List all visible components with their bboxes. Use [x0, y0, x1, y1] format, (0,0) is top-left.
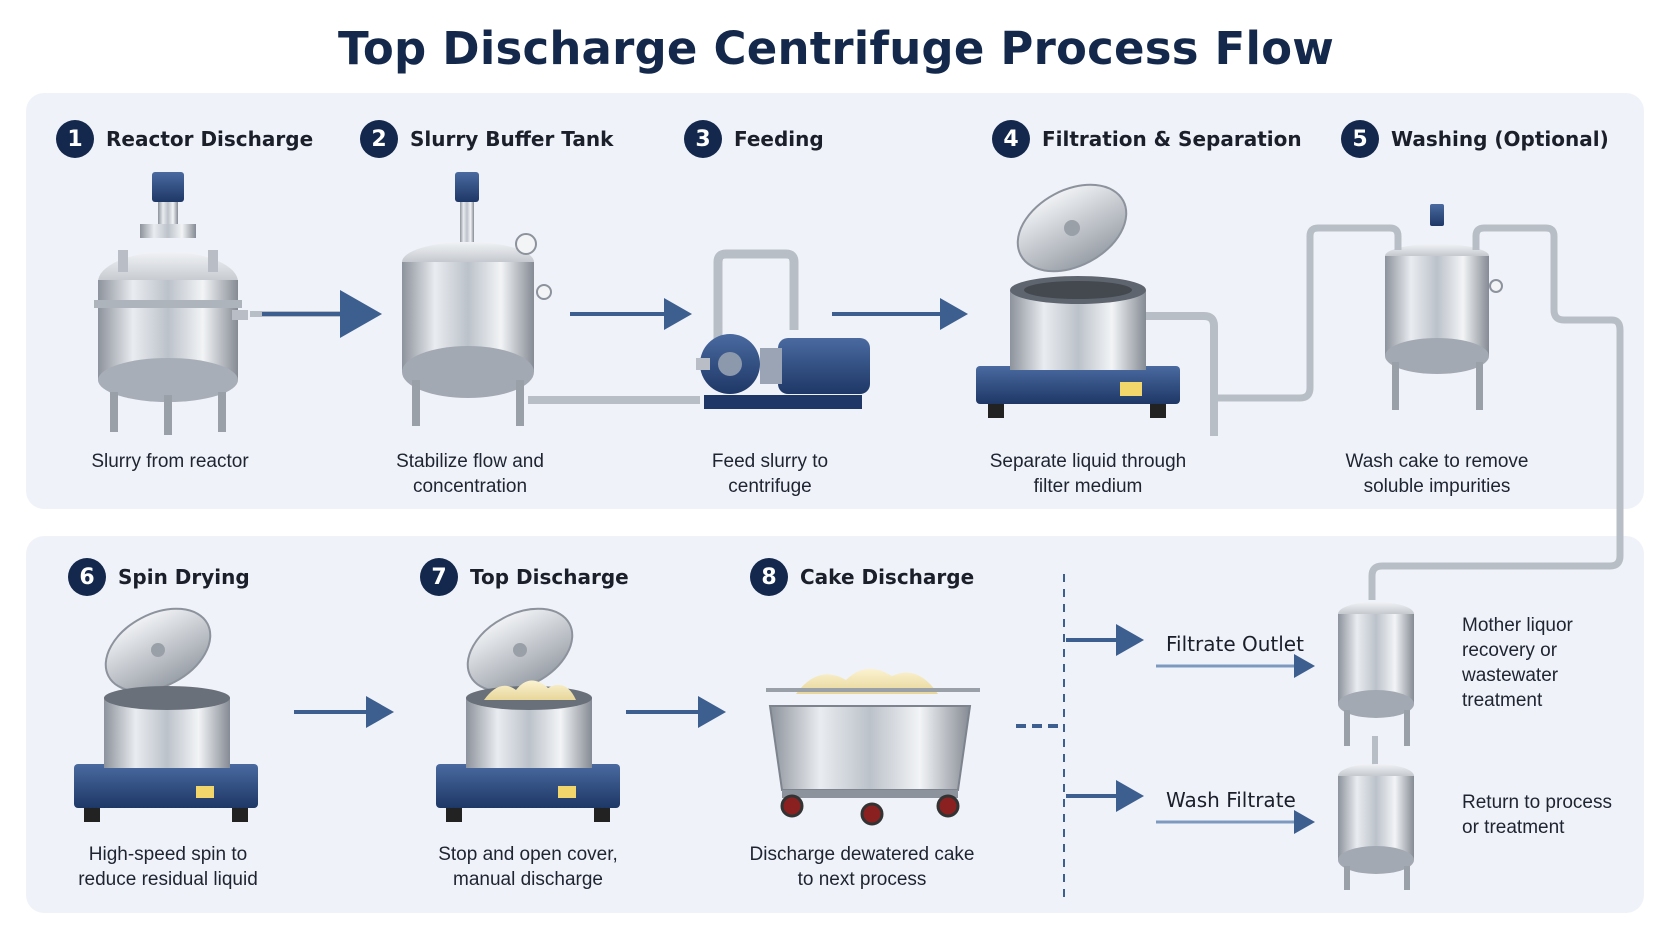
- centrifuge-open-icon: [976, 183, 1218, 436]
- step-1-description: Slurry from reactor: [91, 451, 249, 472]
- step-8-header: 8 Cake Discharge: [750, 558, 974, 596]
- mother-liquor-tank-icon: [1338, 602, 1414, 746]
- step-6-header: 6 Spin Drying: [68, 558, 250, 596]
- process-panel-top: [26, 93, 1644, 509]
- step-3-header: 3 Feeding: [684, 120, 824, 158]
- wash-filtrate-label: Wash Filtrate: [1166, 788, 1296, 812]
- spin-drying-centrifuge-icon: [74, 607, 258, 822]
- step-7-description: Stop and open cover, manual discharge: [438, 844, 618, 890]
- wash-filtrate-description: Return to process or treatment: [1462, 792, 1612, 838]
- step-8-description: Discharge dewatered cake to next process: [749, 844, 975, 890]
- reactor-icon: [94, 172, 248, 435]
- step-3-description: Feed slurry to centrifuge: [711, 451, 829, 497]
- step-7-number: 7: [420, 558, 458, 596]
- step-7-label: Top Discharge: [470, 565, 629, 589]
- step-7-header: 7 Top Discharge: [420, 558, 629, 596]
- step-2-number: 2: [360, 120, 398, 158]
- step-4-header: 4 Filtration & Separation: [992, 120, 1302, 158]
- step-3-label: Feeding: [734, 127, 824, 151]
- step-5-description: Wash cake to remove soluble impurities: [1345, 451, 1529, 497]
- step-6-label: Spin Drying: [118, 565, 250, 589]
- step-4-label: Filtration & Separation: [1042, 127, 1302, 151]
- step-1-number: 1: [56, 120, 94, 158]
- step-2-label: Slurry Buffer Tank: [410, 127, 614, 151]
- cake-cart-icon: [766, 668, 980, 826]
- wash-filtrate-tank-icon: [1338, 736, 1414, 890]
- filtrate-outlet-description: Mother liquor recovery or wastewater tre…: [1462, 615, 1573, 711]
- step-4-description: Separate liquid through filter medium: [989, 451, 1187, 497]
- step-3-number: 3: [684, 120, 722, 158]
- step-1-header: 1 Reactor Discharge: [56, 120, 313, 158]
- filtrate-outlet-label: Filtrate Outlet: [1166, 632, 1304, 656]
- top-discharge-centrifuge-icon: [436, 607, 620, 822]
- step-2-description: Stabilize flow and concentration: [396, 451, 544, 497]
- wash-tank-icon: [1385, 204, 1503, 410]
- step-6-description: High-speed spin to reduce residual liqui…: [78, 844, 258, 890]
- step-5-number: 5: [1341, 120, 1379, 158]
- step-8-label: Cake Discharge: [800, 565, 975, 589]
- step-6-number: 6: [68, 558, 106, 596]
- page-title: Top Discharge Centrifuge Process Flow: [337, 22, 1335, 75]
- flow-arrows: [250, 290, 1315, 900]
- filtrate-return-pipe: [1368, 224, 1624, 600]
- step-8-number: 8: [750, 558, 788, 596]
- feed-pump-icon: [696, 249, 870, 409]
- step-1-label: Reactor Discharge: [106, 127, 314, 151]
- wash-pipe-in: [1214, 224, 1402, 402]
- step-5-header: 5 Washing (Optional): [1341, 120, 1609, 158]
- buffer-tank-icon: [402, 172, 552, 426]
- step-4-number: 4: [992, 120, 1030, 158]
- step-5-label: Washing (Optional): [1391, 127, 1609, 151]
- step-2-header: 2 Slurry Buffer Tank: [360, 120, 613, 158]
